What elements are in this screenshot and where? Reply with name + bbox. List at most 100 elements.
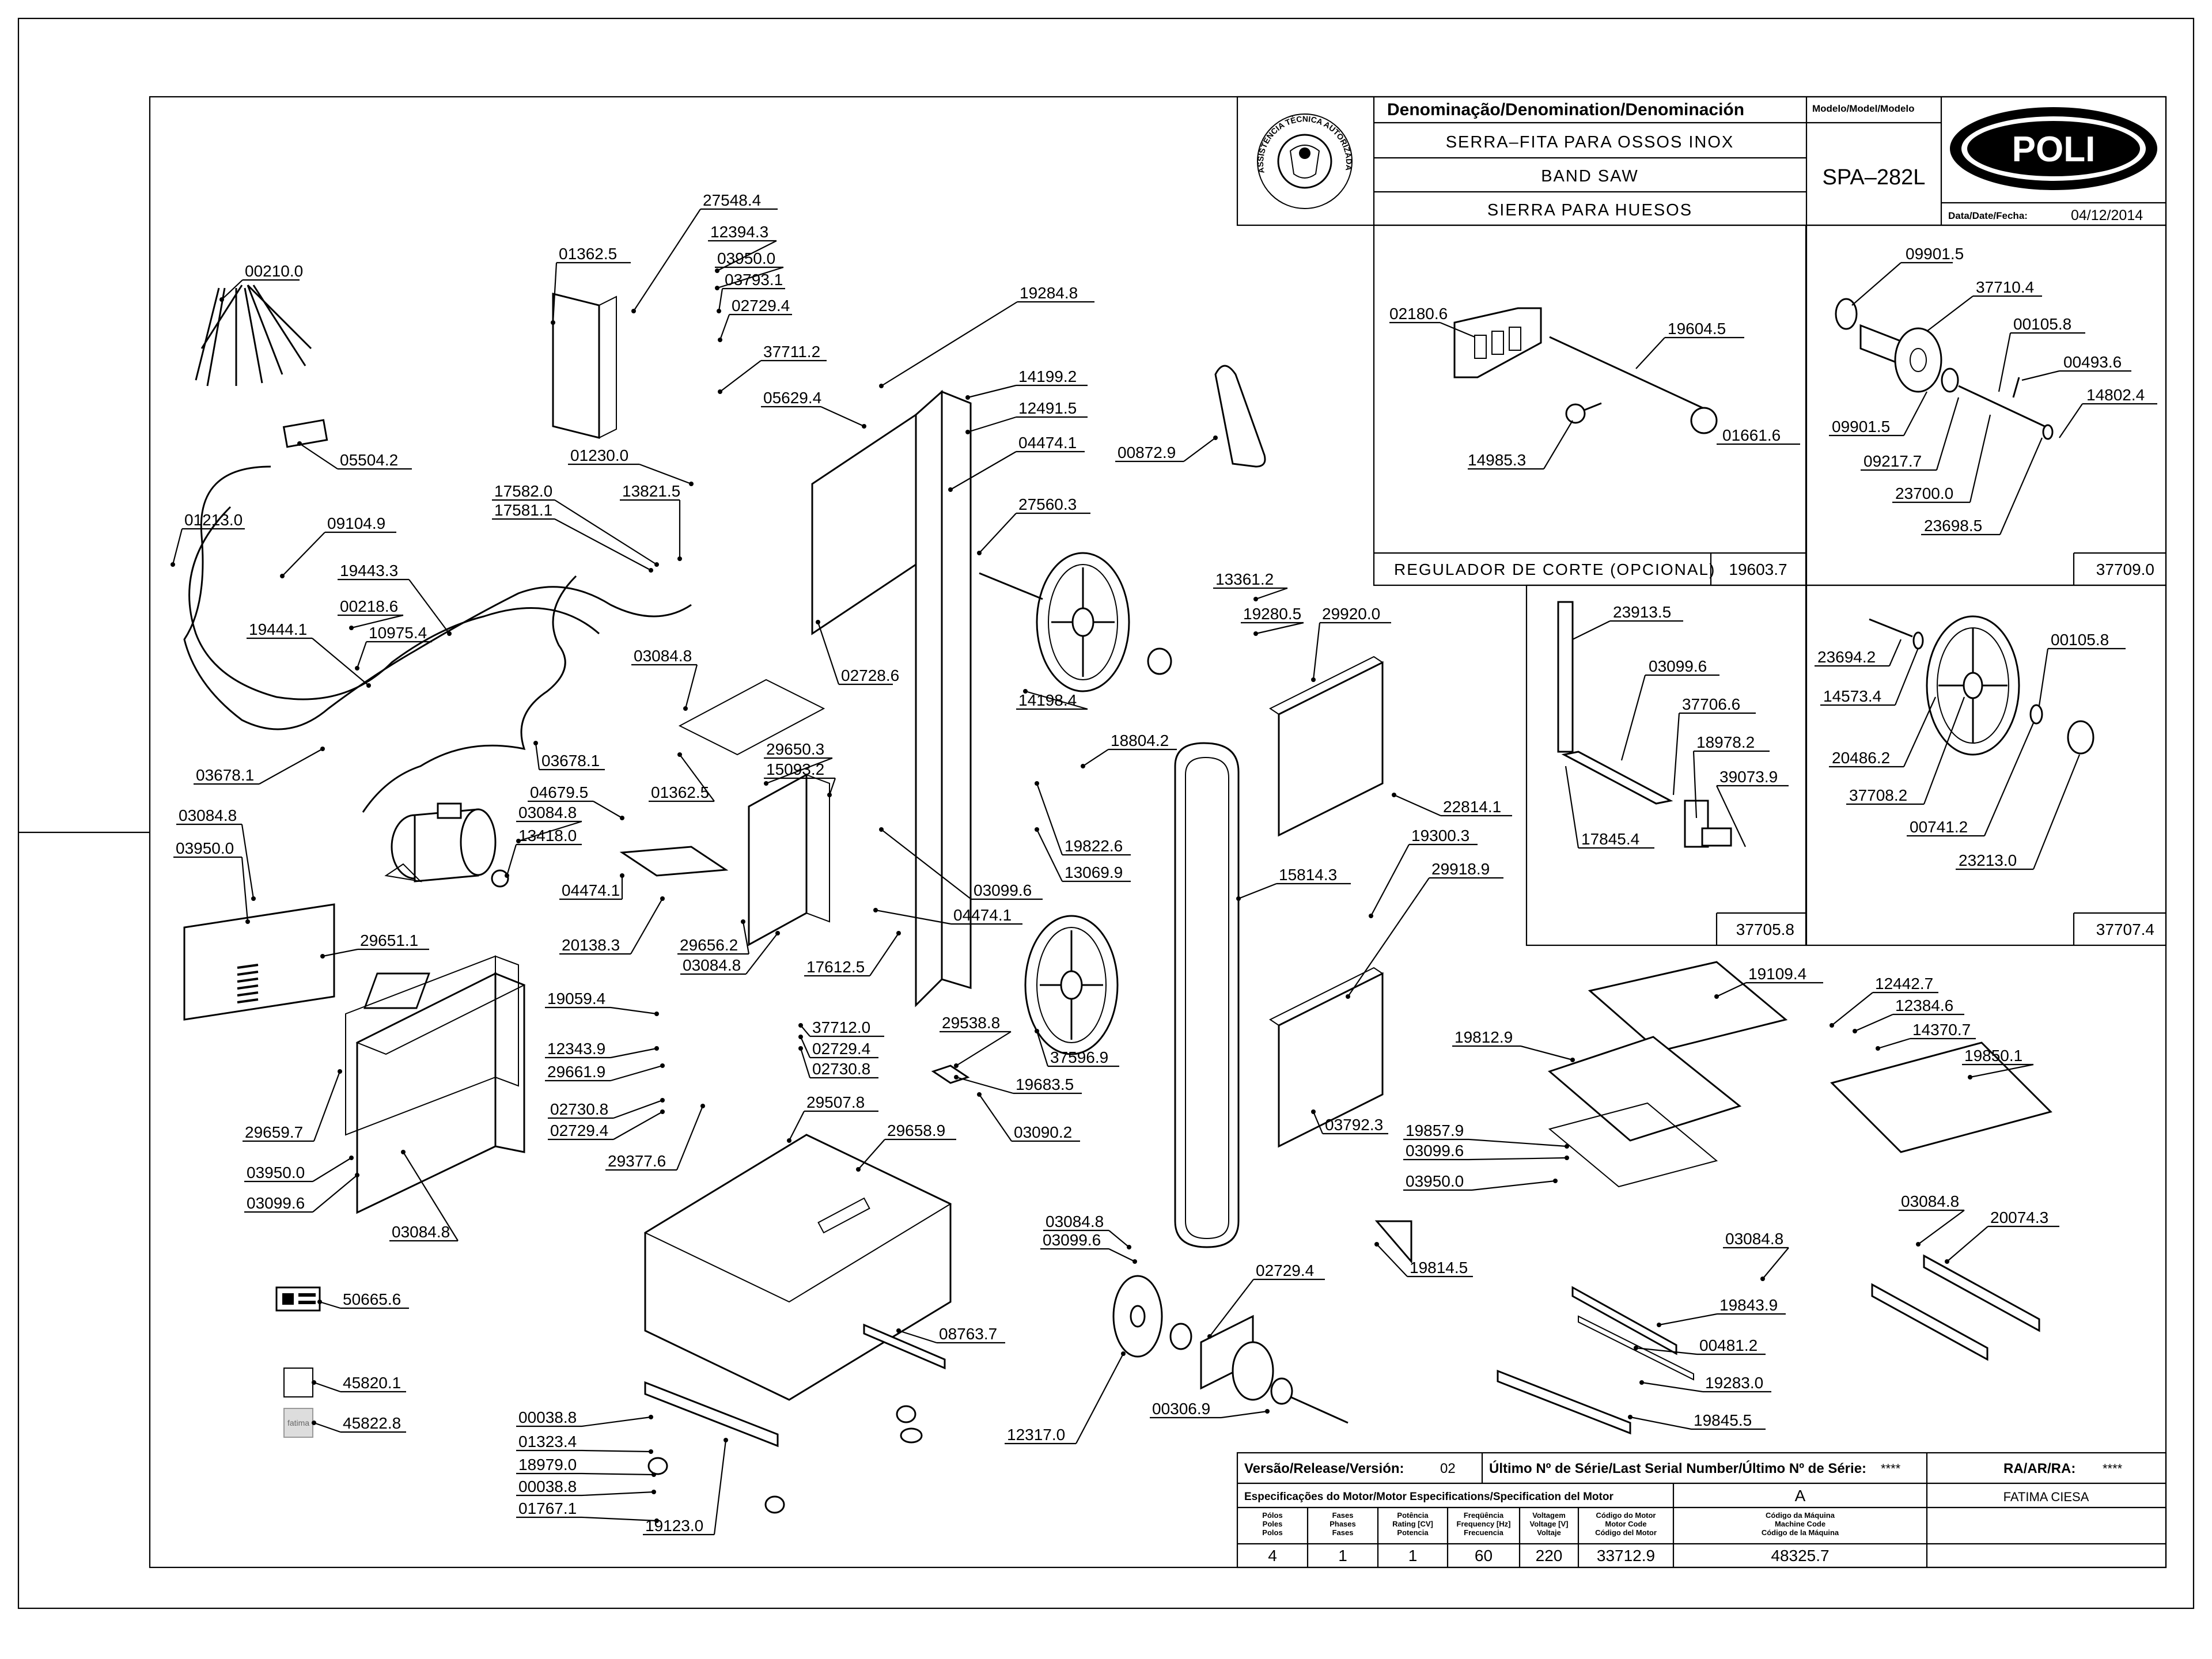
serial-value: **** [1881, 1461, 1901, 1476]
part-label: 19444.1 [249, 620, 307, 638]
leader-line [312, 1157, 352, 1182]
leader-dot [787, 1138, 791, 1143]
leader-dot [879, 827, 884, 832]
leader-dot [1035, 781, 1039, 786]
part-label: 00872.9 [1118, 444, 1176, 461]
leader-dot [349, 1156, 354, 1160]
part-label: 00105.8 [2051, 631, 2109, 649]
leader-dot [219, 297, 224, 302]
leader-dot [297, 441, 302, 446]
date-value: 04/12/2014 [2071, 207, 2143, 224]
leader-line [745, 933, 778, 975]
leader-line [1370, 844, 1410, 916]
leader-line [676, 1105, 704, 1171]
part-label: 14199.2 [1018, 368, 1077, 385]
leader-line [1255, 587, 1288, 600]
leader-dot [1553, 1179, 1558, 1183]
leader-line [506, 844, 517, 876]
leader-line [1468, 1138, 1567, 1147]
leader-dot [171, 562, 175, 567]
leader-dot [317, 1300, 322, 1304]
spec-header: Polos [1262, 1528, 1282, 1537]
leader-line [881, 829, 972, 900]
leader-line [1918, 1210, 1965, 1245]
part-label: 09217.7 [1863, 452, 1922, 470]
leader-dot [505, 873, 509, 878]
leader-line [1183, 437, 1216, 462]
leader-line [581, 1491, 654, 1497]
part-label: 12343.9 [547, 1040, 605, 1058]
leader-line [820, 406, 865, 427]
leader-line [1658, 1313, 1718, 1326]
part-label: 19123.0 [645, 1517, 703, 1535]
part-label: 02180.6 [1389, 305, 1448, 323]
spec-header: Potencia [1397, 1528, 1429, 1537]
leader-line [554, 499, 657, 565]
name-pt: SERRA–FITA PARA OSSOS INOX [1446, 133, 1734, 151]
part-label: 19857.9 [1406, 1122, 1464, 1139]
leader-dot [355, 666, 359, 671]
leader-line [1630, 1416, 1692, 1430]
inset-top-right: 37709.0 09901.5 37710.4 00105.8 00493.6 … [1805, 224, 2167, 586]
spec-header: Freqüência [1464, 1511, 1504, 1520]
leader-line [610, 1006, 657, 1015]
leader-dot [660, 1098, 665, 1103]
leader-dot [1236, 896, 1241, 901]
part-label: 19109.4 [1748, 965, 1806, 983]
leader-line [1108, 1230, 1130, 1248]
leader-dot [1876, 1046, 1880, 1051]
leader-line [403, 1152, 459, 1241]
spec-header: Frecuencia [1464, 1528, 1503, 1537]
leader-dot [856, 1167, 861, 1172]
name-en: BAND SAW [1541, 167, 1639, 185]
part-label: 29658.9 [887, 1122, 945, 1139]
leader-line [1471, 1180, 1556, 1191]
leader-line [967, 416, 1017, 433]
leader-dot [1853, 1029, 1857, 1033]
leader-line [979, 1094, 1012, 1142]
leader-line [1831, 992, 1873, 1026]
part-label: 03793.1 [725, 271, 783, 289]
leader-line [1716, 982, 1747, 997]
leader-line [1641, 1381, 1703, 1393]
part-label: 00105.8 [2013, 315, 2071, 333]
part-label: 01661.6 [1722, 426, 1781, 444]
leader-line [1762, 1247, 1789, 1279]
spec-value: 60 [1475, 1547, 1493, 1565]
leader-line [593, 801, 623, 819]
leader-dot [1253, 631, 1258, 636]
leader-dot [1639, 1380, 1644, 1385]
leader-dot [1945, 1259, 1949, 1264]
model-number: SPA–282L [1823, 165, 1926, 190]
part-label: 10975.4 [369, 624, 427, 642]
leader-line [259, 748, 323, 785]
leader-dot [1714, 994, 1719, 999]
leader-dot [775, 931, 780, 935]
part-label: 13069.9 [1065, 863, 1123, 881]
part-label: 17582.0 [494, 482, 552, 500]
part-label: 27560.3 [1018, 495, 1077, 513]
part-label: 01362.5 [651, 783, 709, 801]
leader-line [717, 266, 784, 289]
leader-line [518, 820, 582, 842]
part-label: 01230.0 [570, 446, 628, 464]
leader-dot [1035, 827, 1039, 832]
leader-dot [827, 793, 832, 797]
spec-value: 33712.9 [1597, 1547, 1655, 1565]
part-label: 19300.3 [1411, 827, 1469, 844]
part-label: 17612.5 [806, 958, 865, 976]
leader-dot [654, 1046, 659, 1051]
leader-line [898, 1330, 937, 1344]
leader-line [979, 513, 1017, 554]
leader-dot [718, 389, 722, 394]
part-label: 14985.3 [1468, 451, 1526, 469]
part-label: 19280.5 [1243, 605, 1301, 623]
drive-pulley [1112, 1275, 1349, 1424]
leader-dot [366, 683, 371, 688]
version-label: Versão/Release/Versión: [1244, 1461, 1404, 1476]
part-label: 29651.1 [360, 931, 418, 949]
leader-dot [879, 384, 884, 388]
part-label: 05504.2 [340, 451, 398, 469]
leader-dot [516, 839, 521, 843]
leader-dot [312, 1380, 316, 1385]
